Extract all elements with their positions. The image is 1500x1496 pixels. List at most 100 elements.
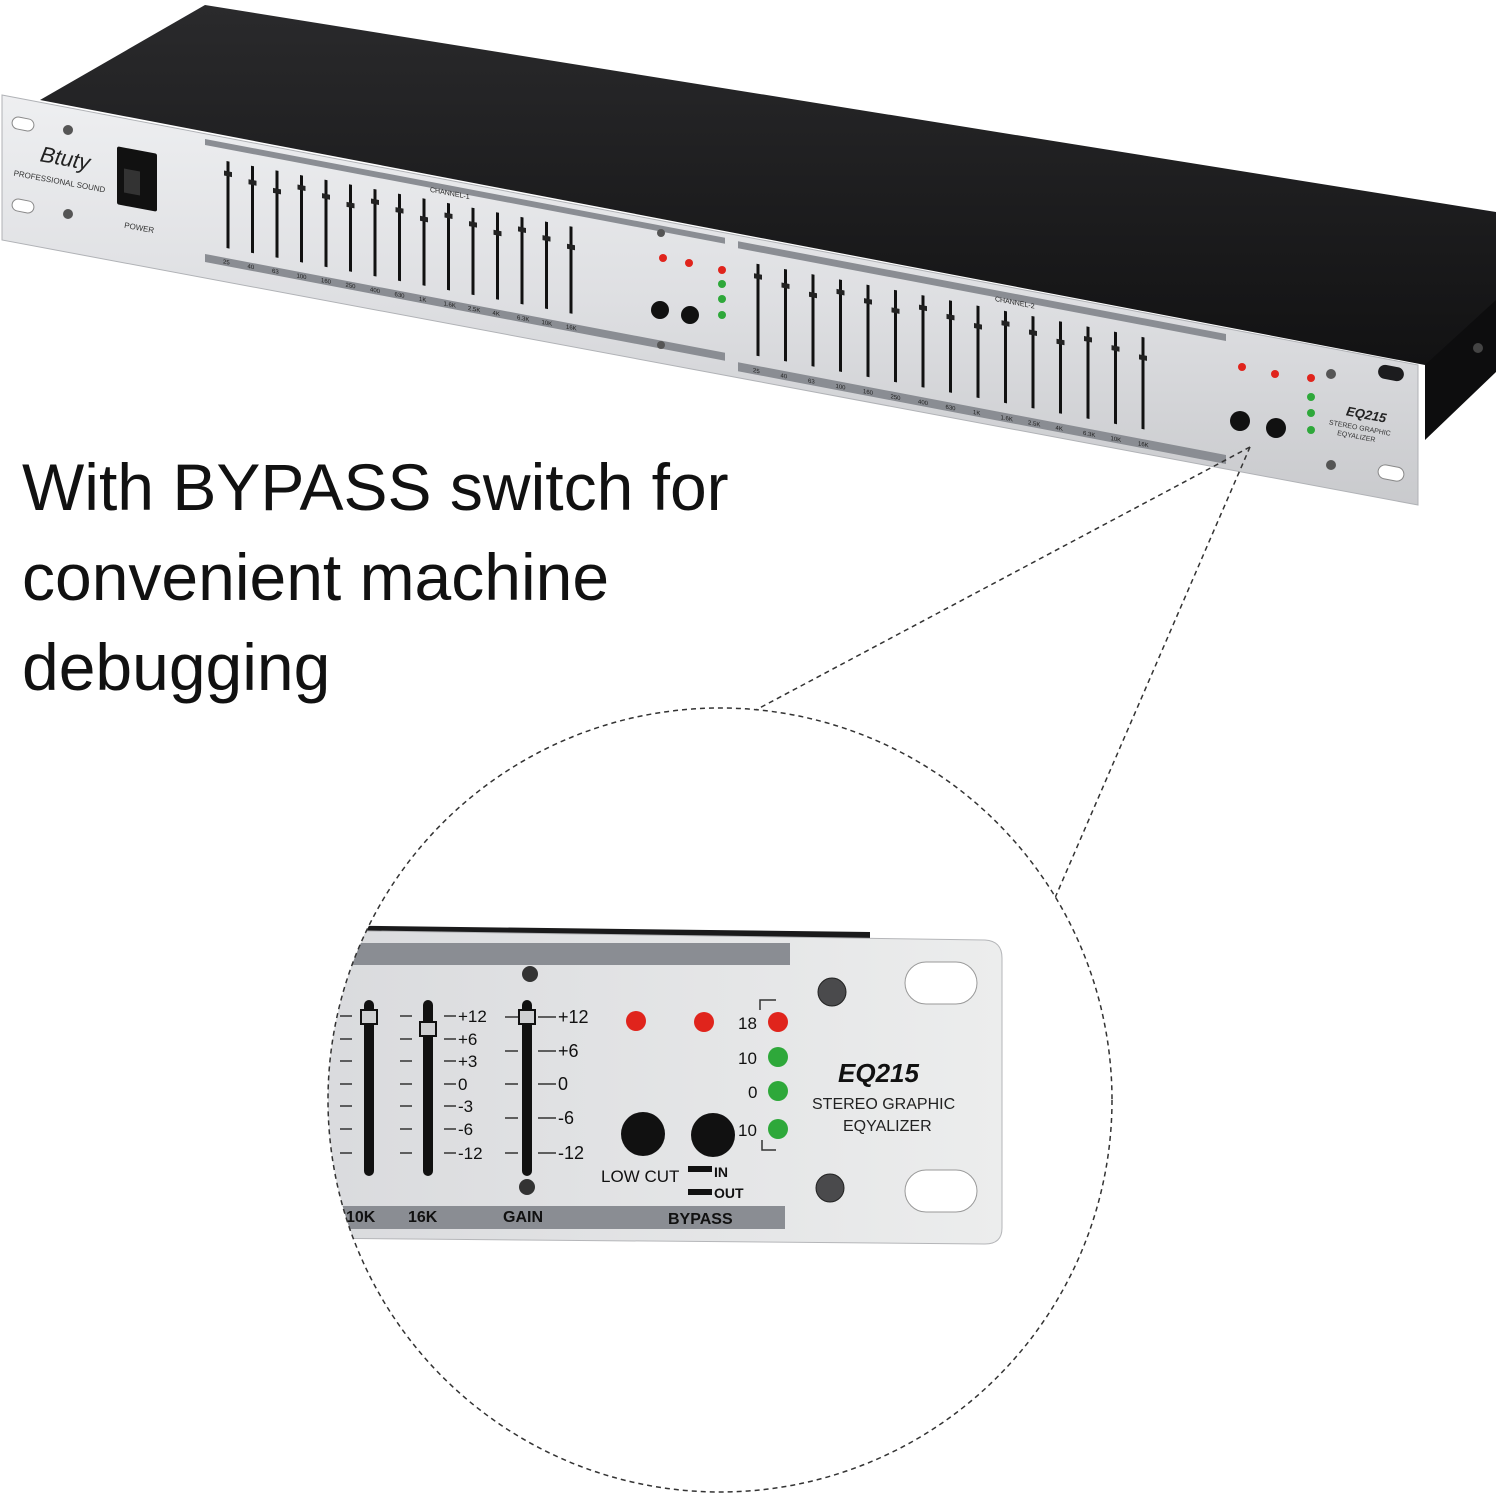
zoom-model-desc-1: STEREO GRAPHIC	[812, 1096, 955, 1113]
device-low-cut-button-ch1[interactable]	[651, 301, 669, 319]
ch2-slider-knob-12[interactable]	[1056, 338, 1065, 346]
ch2-slider-knob-2[interactable]	[781, 282, 790, 290]
zoom-meter-label-0: 0	[748, 1083, 757, 1102]
zoom-scale-mark-2: +6	[458, 1030, 477, 1049]
ch1-slider-3[interactable]	[275, 170, 279, 258]
ch2-slider-knob-5[interactable]	[864, 298, 872, 305]
zoom-meter-label-18: 18	[738, 1014, 757, 1033]
ch2-slider-3[interactable]	[811, 274, 815, 367]
ch2-slider-8[interactable]	[949, 300, 952, 393]
ch1-slider-5[interactable]	[324, 179, 328, 268]
ch2-slider-14[interactable]	[1114, 331, 1117, 425]
ch2-slider-13[interactable]	[1086, 326, 1090, 420]
rack-hole-left-bottom	[11, 198, 35, 214]
ch2-slider-knob-14[interactable]	[1111, 345, 1120, 352]
ch1-slider-knob-7[interactable]	[371, 198, 379, 206]
headline-line-1: With BYPASS switch for	[22, 450, 729, 524]
ch1-slider-knob-10[interactable]	[444, 212, 453, 219]
ch1-slider-knob-4[interactable]	[297, 184, 306, 192]
ch2-slider-knob-7[interactable]	[919, 304, 927, 312]
ch1-slider-7[interactable]	[373, 188, 377, 277]
zoom-slider-knob-4[interactable]	[518, 1009, 536, 1025]
bypass-button[interactable]	[691, 1113, 735, 1157]
ch1-slider-knob-2[interactable]	[248, 179, 257, 186]
zoom-gain-label: GAIN	[503, 1209, 543, 1226]
ch2-slider-1[interactable]	[756, 263, 760, 357]
zoom-gain-mark-2: +6	[558, 1041, 579, 1061]
ch1-slider-knob-6[interactable]	[346, 201, 355, 209]
zoom-slider-track-3[interactable]	[423, 1000, 433, 1176]
ch2-slider-4[interactable]	[839, 279, 842, 372]
ch2-slider-knob-6[interactable]	[891, 307, 900, 314]
ch1-slider-11[interactable]	[471, 207, 475, 296]
ch1-slider-9[interactable]	[422, 198, 426, 286]
ch2-slider-knob-15[interactable]	[1139, 354, 1147, 361]
ch1-slider-14[interactable]	[545, 221, 548, 310]
ch1-slider-12[interactable]	[496, 212, 499, 300]
ch2-freq-label-5: 160	[863, 389, 874, 397]
ch2-slider-knob-9[interactable]	[974, 323, 982, 330]
ch2-slider-5[interactable]	[866, 284, 870, 378]
zoom-slider-knob-3[interactable]	[419, 1021, 437, 1037]
ch2-slider-12[interactable]	[1059, 321, 1062, 414]
ch1-slider-2[interactable]	[251, 165, 254, 254]
channel-1-section: CHANNEL-1 2540631001602504006301K1.6K2.5…	[205, 138, 725, 361]
ch2-slider-knob-10[interactable]	[1001, 320, 1010, 327]
device-bypass-button-ch2[interactable]	[1266, 418, 1286, 438]
ch1-slider-knob-5[interactable]	[322, 193, 330, 200]
ch1-freq-label-3: 63	[272, 269, 279, 276]
ch2-slider-7[interactable]	[921, 295, 925, 388]
ch2-slider-6[interactable]	[894, 289, 897, 383]
ch2-slider-knob-4[interactable]	[836, 288, 845, 296]
ch2-slider-knob-1[interactable]	[754, 273, 762, 280]
channel-1-band-top	[205, 138, 725, 244]
ch2-slider-knob-11[interactable]	[1029, 329, 1037, 337]
ch2-slider-knob-13[interactable]	[1084, 335, 1092, 343]
ch2-slider-knob-8[interactable]	[946, 313, 955, 321]
zoom-slider-track-1[interactable]	[305, 1010, 315, 1186]
channel-2-section: CHANNEL-2 2540631001602504006301K1.6K2.5…	[738, 241, 1226, 464]
zoom-slider-track-2[interactable]	[364, 1000, 374, 1176]
zoom-meter-led-10b	[768, 1119, 788, 1139]
ch1-slider-10[interactable]	[447, 202, 450, 291]
ch1-slider-knob-13[interactable]	[518, 226, 526, 233]
zoom-panel-screw-bottom	[815, 1173, 845, 1203]
ch1-slider-knob-9[interactable]	[420, 215, 428, 223]
ch1-slider-knob-11[interactable]	[469, 221, 477, 228]
ch1-slider-knob-15[interactable]	[567, 243, 575, 251]
ch2-slider-2[interactable]	[784, 268, 787, 362]
ch2-slider-10[interactable]	[1004, 310, 1007, 404]
ch1-slider-knob-14[interactable]	[542, 235, 551, 242]
zoom-model-desc-2: EQYALIZER	[843, 1118, 932, 1135]
ch1-slider-knob-12[interactable]	[493, 229, 502, 237]
ch2-slider-knob-3[interactable]	[809, 291, 817, 299]
device-bypass-button-ch1[interactable]	[681, 306, 699, 324]
zoom-slider-knob-1[interactable]	[302, 1020, 318, 1034]
ch1-slider-15[interactable]	[569, 226, 573, 314]
ch2-slider-11[interactable]	[1031, 315, 1035, 409]
ch1-slider-knob-1[interactable]	[224, 170, 232, 178]
ch1-slider-8[interactable]	[398, 193, 401, 282]
ch1-freq-label-6: 250	[346, 283, 357, 291]
ch1-freq-label-9: 1K	[419, 297, 426, 304]
zoom-meter-led-18	[768, 1012, 788, 1032]
ch1-freq-label-15: 16K	[566, 325, 577, 333]
ch2-slider-15[interactable]	[1141, 336, 1145, 430]
in-switch-icon	[688, 1166, 712, 1172]
low-cut-button[interactable]	[621, 1112, 665, 1156]
zoom-slider-knob-2[interactable]	[360, 1009, 378, 1025]
ch1-slider-1[interactable]	[226, 161, 230, 249]
device-low-cut-button-ch2[interactable]	[1230, 411, 1250, 431]
zoom-slider-track-4[interactable]	[522, 1000, 532, 1176]
zoom-led-red-2	[694, 1012, 714, 1032]
ch1-slider-knob-8[interactable]	[395, 207, 404, 214]
ch2-slider-9[interactable]	[976, 305, 980, 399]
ch1-slider-knob-3[interactable]	[273, 187, 281, 195]
zoom-detail: K 10K 16K GAIN BYPASS +12+6+30-3-6-12 +1…	[302, 708, 1100, 1492]
ch1-slider-13[interactable]	[520, 216, 524, 305]
ch2-freq-label-3: 63	[808, 379, 815, 386]
ch1-slider-4[interactable]	[300, 174, 303, 263]
front-panel	[1, 94, 1419, 506]
ch1-slider-6[interactable]	[349, 184, 352, 272]
